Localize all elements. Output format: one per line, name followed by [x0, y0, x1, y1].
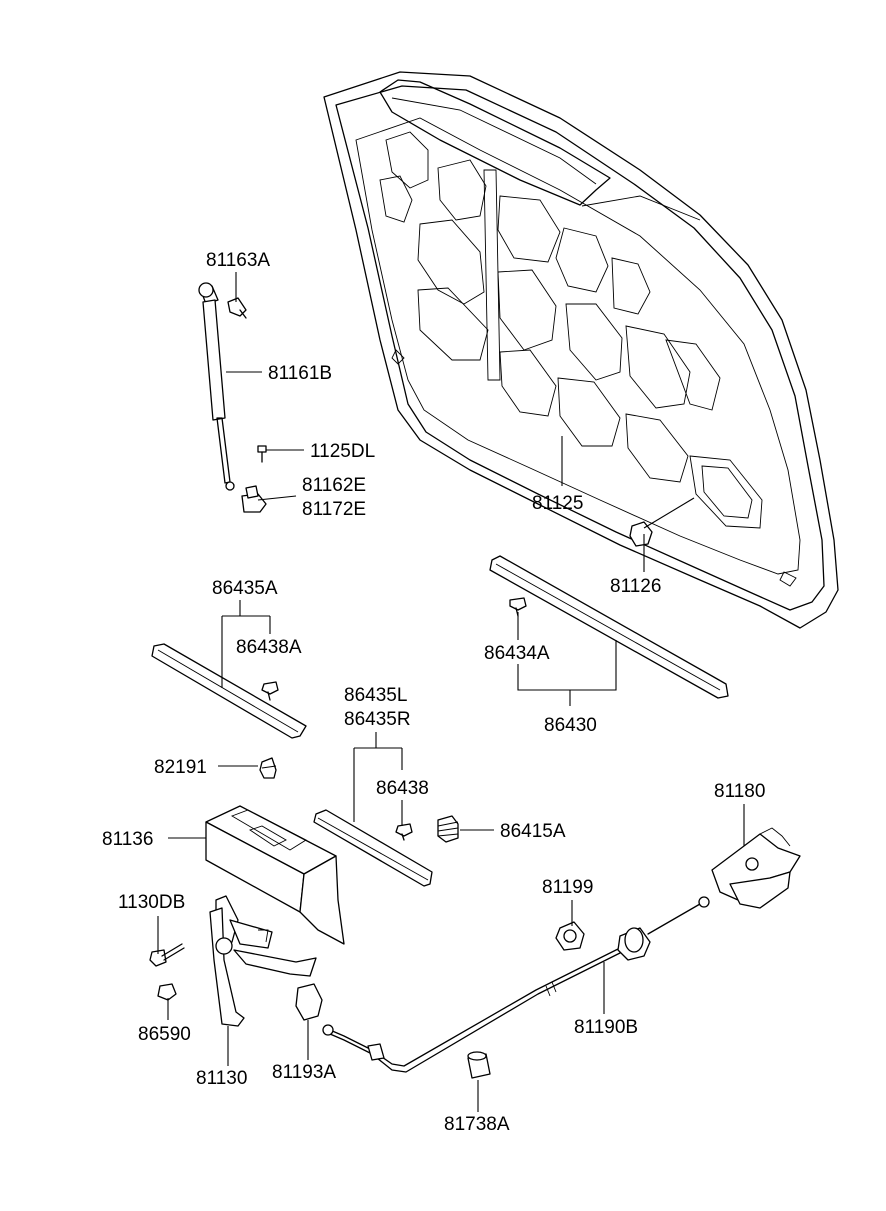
clip-86438A	[261, 681, 279, 701]
label-81126: 81126	[610, 576, 661, 597]
label-86435R: 86435R	[344, 709, 411, 730]
label-81199: 81199	[542, 877, 593, 898]
hood-lift-strut	[198, 282, 235, 491]
label-81161B: 81161B	[268, 363, 332, 384]
bumper-86415A	[437, 815, 459, 843]
label-86415A: 86415A	[500, 821, 566, 842]
label-81163A: 81163A	[206, 250, 270, 271]
label-86434A: 86434A	[484, 643, 550, 664]
label-86430: 86430	[544, 715, 597, 736]
label-86435L: 86435L	[344, 685, 407, 706]
bumper-81126	[629, 521, 653, 547]
label-86435A: 86435A	[212, 578, 278, 599]
label-86438A: 86438A	[236, 637, 302, 658]
seal-86435L-R	[313, 809, 433, 887]
grommet-81738A	[467, 1051, 491, 1079]
cable-clip-81199	[555, 921, 585, 951]
label-81172E: 81172E	[302, 499, 366, 520]
cable-holder-81193A	[295, 983, 323, 1021]
label-81180: 81180	[714, 781, 765, 802]
bolt-1125DL	[257, 445, 267, 463]
seal-86430	[489, 555, 729, 699]
release-cable-81190B	[322, 896, 710, 1073]
ball-stud	[227, 297, 247, 319]
label-81130: 81130	[196, 1068, 247, 1089]
clip-86438	[395, 823, 413, 841]
label-86438: 86438	[376, 778, 429, 799]
latch-81130	[209, 895, 317, 1027]
seal-86435A	[151, 643, 307, 739]
label-1125DL: 1125DL	[310, 441, 375, 462]
hood-panel	[323, 71, 839, 629]
label-81193A: 81193A	[272, 1062, 336, 1083]
strut-bracket	[241, 485, 267, 513]
label-82191: 82191	[154, 757, 207, 778]
latch-cover-81136	[205, 805, 345, 945]
release-handle-81180	[711, 827, 801, 909]
label-81738A: 81738A	[444, 1114, 510, 1135]
leader-lines	[157, 272, 745, 1112]
label-81125: 81125	[532, 493, 583, 514]
label-81162E: 81162E	[302, 475, 366, 496]
bolt-1130DB	[149, 943, 185, 967]
part-labels: 81163A 81161B 1125DL 81162E 81172E 81125…	[102, 250, 765, 1135]
stopper-82191	[259, 757, 277, 779]
nut-86590	[157, 983, 177, 1001]
label-1130DB: 1130DB	[118, 892, 185, 913]
label-81190B: 81190B	[574, 1017, 638, 1038]
label-86590: 86590	[138, 1024, 191, 1045]
label-81136: 81136	[102, 829, 153, 850]
